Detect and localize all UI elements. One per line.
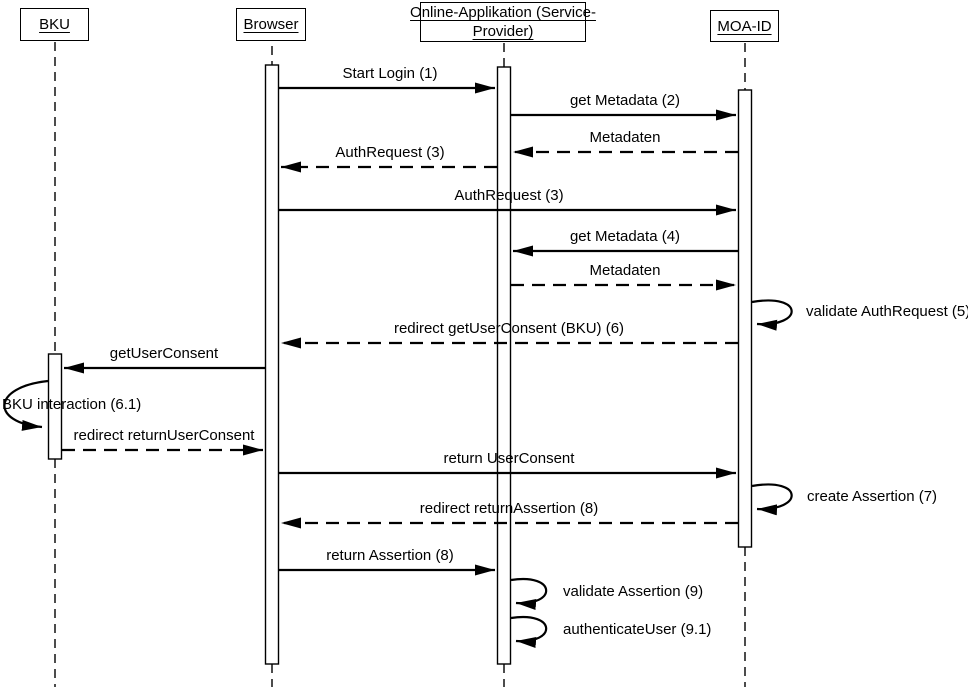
message-label-getuserconsent: getUserConsent <box>109 345 219 362</box>
actor-label-moa-id: MOA-ID <box>717 17 772 35</box>
loop-validate-assertion-9 <box>510 577 548 610</box>
message-label-validate-assertion-9: validate Assertion (9) <box>563 583 704 600</box>
actor-label-online-applikation-line2: Provider) <box>472 23 534 40</box>
activation-bar-online-applikation <box>496 66 512 665</box>
activation-bar-bku <box>47 353 63 460</box>
loop-create-assertion-7 <box>751 483 793 516</box>
self-loops <box>3 299 793 648</box>
loop-validate-authrequest-5 <box>751 299 793 331</box>
message-label-metadaten-2: Metadaten <box>589 262 661 279</box>
activation-bars <box>47 64 753 665</box>
message-label-authrequest-3-solid: AuthRequest (3) <box>454 187 564 204</box>
actor-label-bku: BKU <box>39 16 70 33</box>
message-label-return-assertion-8: return Assertion (8) <box>326 547 454 564</box>
dashed-arrows <box>62 146 738 529</box>
actor-box-browser: Browser <box>236 8 306 41</box>
message-label-get-metadata-2: get Metadata (2) <box>569 92 681 109</box>
actor-box-bku: BKU <box>20 8 89 41</box>
message-label-redirect-returnuserconsent: redirect returnUserConsent <box>73 427 255 444</box>
loop-authenticateuser-9-1 <box>510 615 548 648</box>
lifelines <box>54 42 746 687</box>
message-label-bku-interaction-6-1: BKU interaction (6.1) <box>2 396 142 413</box>
message-label-authenticateuser-9-1: authenticateUser (9.1) <box>563 621 712 638</box>
message-label-validate-authrequest-5: validate AuthRequest (5) <box>806 303 968 320</box>
activation-bar-moa-id <box>737 89 753 548</box>
activation-bar-browser <box>264 64 280 665</box>
solid-arrows <box>64 82 738 576</box>
message-label-authrequest-3-dashed: AuthRequest (3) <box>335 144 445 161</box>
actor-label-online-applikation-line1: Online-Applikation (Service- <box>410 4 596 21</box>
message-label-start-login: Start Login (1) <box>342 65 438 82</box>
message-label-redirect-returnassertion-8: redirect returnAssertion (8) <box>419 500 599 517</box>
message-label-metadaten-1: Metadaten <box>589 129 661 146</box>
actor-box-online-applikation: Online-Applikation (Service- Provider) <box>410 2 596 42</box>
actor-box-moa-id: MOA-ID <box>710 10 779 42</box>
loop-bku-interaction-6-1 <box>3 379 49 431</box>
actor-label-browser: Browser <box>243 16 299 33</box>
message-label-return-userconsent: return UserConsent <box>443 450 575 467</box>
message-label-redirect-getuserconsent: redirect getUserConsent (BKU) (6) <box>393 320 625 337</box>
message-label-get-metadata-4: get Metadata (4) <box>569 228 681 245</box>
message-label-create-assertion-7: create Assertion (7) <box>807 488 938 505</box>
